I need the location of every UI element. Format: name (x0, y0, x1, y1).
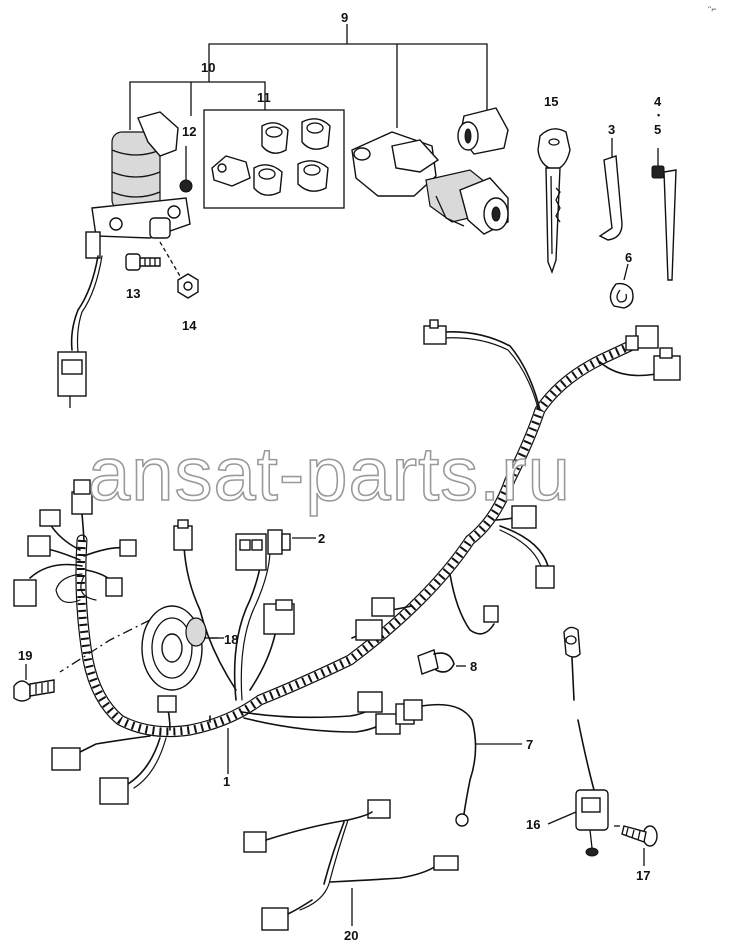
part-label-13: 13 (126, 286, 140, 301)
svg-text:•: • (657, 110, 660, 120)
part-label-1: 1 (223, 774, 230, 789)
part-label-9: 9 (341, 10, 348, 25)
switch-16 (563, 626, 609, 857)
part-label-7: 7 (526, 737, 533, 752)
key-cylinder-set (211, 118, 331, 196)
part-label-19: 19 (18, 648, 32, 663)
bracket-10 (129, 81, 266, 130)
ignition-lock-set (57, 24, 509, 408)
part-label-18: 18 (224, 632, 238, 647)
bracket-11-box (203, 109, 345, 209)
part-label-14: 14 (182, 318, 197, 333)
bracket-9 (208, 43, 488, 110)
watermark: ansat-parts.ru (88, 432, 571, 517)
bolt-19 (13, 664, 55, 702)
clamp-3 (598, 138, 623, 241)
clamp-6 (609, 263, 634, 309)
screw-12 (179, 146, 193, 193)
part-label-17: 17 (636, 868, 650, 883)
main-wiring-harness (13, 319, 681, 805)
ground-wire-7 (403, 699, 522, 827)
part-label-20: 20 (344, 928, 358, 943)
part-label-5: 5 (654, 122, 661, 137)
cable-tie (651, 148, 677, 281)
part-label-10: 10 (201, 60, 215, 75)
part-label-16: 16 (526, 817, 540, 832)
connector-2 (267, 529, 316, 555)
part-label-2: 2 (318, 531, 325, 546)
part-label-8: 8 (470, 659, 477, 674)
part-label-12: 12 (182, 124, 196, 139)
ignition-switch (57, 111, 191, 408)
horn (59, 605, 224, 691)
screw-17 (621, 825, 658, 866)
sub-harness-20 (243, 799, 459, 931)
part-label-15: 15 (544, 94, 558, 109)
part-labels: 9 10 11 12 13 14 15 3 4 • 5 6 2 18 19 8 … (18, 10, 662, 943)
nut-14 (159, 241, 199, 299)
fuse-holder-8 (417, 649, 466, 675)
part-label-11: 11 (257, 90, 271, 105)
seat-lock-cylinder (457, 107, 509, 155)
bolt-13 (125, 253, 161, 271)
part-label-6: 6 (625, 250, 632, 265)
part-label-3: 3 (608, 122, 615, 137)
steering-lock (351, 131, 509, 235)
ignition-key (537, 128, 571, 275)
corner-mark: ᵔ⌐ (708, 4, 717, 14)
part-label-4: 4 (654, 94, 662, 109)
